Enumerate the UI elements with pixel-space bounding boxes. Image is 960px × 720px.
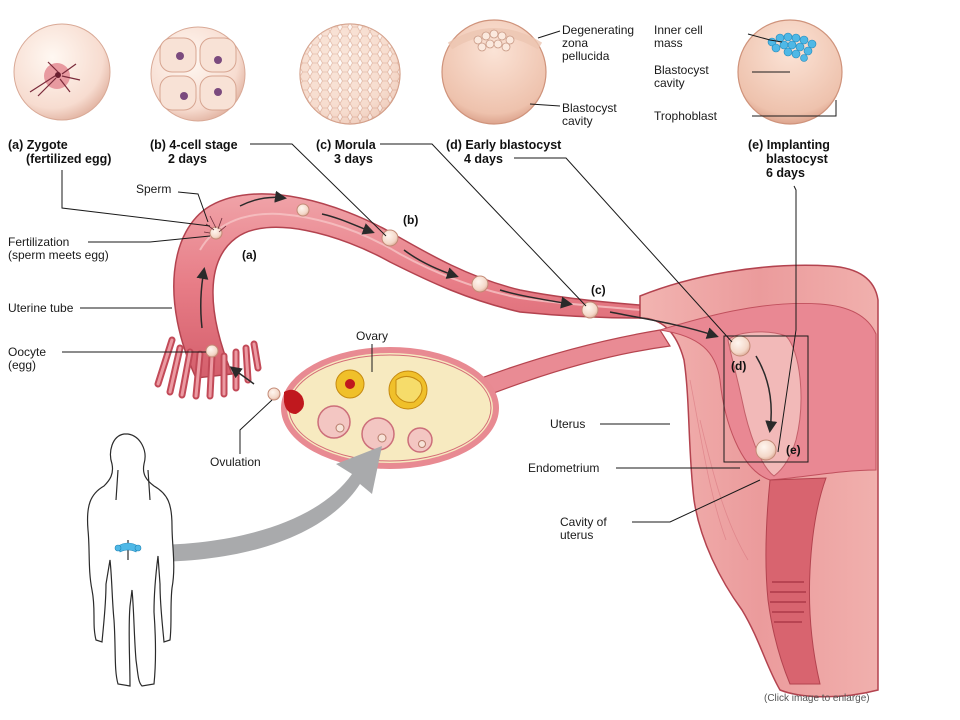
label-degenerating-zona-pellucida: Degenerating zona pellucida xyxy=(562,24,634,63)
label-line: pellucida xyxy=(562,49,610,63)
label-line: Degenerating xyxy=(562,23,635,37)
label-oocyte: Oocyte (egg) xyxy=(8,346,46,372)
stage-label-early-blastocyst: (d) Early blastocyst 4 days xyxy=(446,138,561,166)
stage-label-4-cell: (b) 4-cell stage 2 days xyxy=(150,138,238,166)
pelvis-highlight-icon xyxy=(114,542,142,553)
label-blastocyst-cavity-e: Blastocyst cavity xyxy=(654,64,709,90)
marker-c: (c) xyxy=(591,283,606,297)
label-ovary: Ovary xyxy=(356,329,389,343)
label-line: mass xyxy=(654,36,683,50)
path-arrows xyxy=(196,190,778,433)
sperm-cluster xyxy=(203,215,227,234)
implantation-box xyxy=(723,335,809,463)
four-cell-illustration xyxy=(150,26,246,122)
stage-detail: blastocyst xyxy=(766,152,828,166)
zoom-arrow xyxy=(150,446,382,562)
stage-label-zygote: (a) Zygote (fertilized egg) xyxy=(8,138,111,166)
human-silhouette xyxy=(86,433,175,687)
stage-name: (d) Early blastocyst xyxy=(446,138,562,152)
label-uterus: Uterus xyxy=(550,417,586,431)
label-ovulation: Ovulation xyxy=(210,455,261,469)
stage-detail: 4 days xyxy=(464,152,503,166)
label-line: uterus xyxy=(560,528,594,542)
early-blastocyst-illustration xyxy=(441,19,547,125)
marker-e: (e) xyxy=(786,443,801,457)
label-line: Fertilization xyxy=(8,235,70,249)
stage-detail-days: 6 days xyxy=(766,166,805,180)
label-line: Cavity of xyxy=(560,515,607,529)
stage-label-morula: (c) Morula 3 days xyxy=(316,138,376,166)
ovarian-ligament xyxy=(475,329,672,397)
label-fertilization: Fertilization (sperm meets egg) xyxy=(8,236,109,262)
marker-a: (a) xyxy=(242,248,257,262)
label-line: (egg) xyxy=(8,358,37,372)
stage-detail: 3 days xyxy=(334,152,373,166)
label-line: (sperm meets egg) xyxy=(8,248,109,262)
leader-lines xyxy=(61,143,797,523)
morula-illustration xyxy=(299,23,401,125)
egg-markers xyxy=(205,203,777,461)
label-uterine-tube: Uterine tube xyxy=(8,301,74,315)
label-line: Inner cell xyxy=(654,23,703,37)
label-line: cavity xyxy=(654,76,685,90)
label-line: Blastocyst xyxy=(562,101,617,115)
enlarge-caption[interactable]: (Click image to enlarge) xyxy=(764,693,870,704)
marker-d: (d) xyxy=(731,359,747,373)
marker-b: (b) xyxy=(403,213,419,227)
label-sperm: Sperm xyxy=(136,182,172,196)
zygote-illustration xyxy=(13,23,111,121)
label-line: zona xyxy=(562,36,589,50)
stage-detail: (fertilized egg) xyxy=(26,152,112,166)
stage-name: (c) Morula xyxy=(316,138,376,152)
label-inner-cell-mass: Inner cell mass xyxy=(654,24,703,50)
label-line: Blastocyst xyxy=(654,63,709,77)
uterus xyxy=(639,264,879,698)
stage-name: (e) Implanting xyxy=(748,138,830,152)
ovary xyxy=(281,347,499,469)
stage-name: (a) Zygote xyxy=(8,138,68,152)
label-trophoblast: Trophoblast xyxy=(654,109,717,123)
label-cavity-of-uterus: Cavity of uterus xyxy=(560,516,607,542)
stage-detail: 2 days xyxy=(168,152,207,166)
uterine-tube xyxy=(154,193,641,400)
label-line: cavity xyxy=(562,114,593,128)
stage-label-implanting-blastocyst: (e) Implanting blastocyst 6 days xyxy=(748,138,830,180)
label-blastocyst-cavity-d: Blastocyst cavity xyxy=(562,102,617,128)
label-endometrium: Endometrium xyxy=(528,461,600,475)
label-line: Oocyte xyxy=(8,345,47,359)
stage-name: (b) 4-cell stage xyxy=(150,138,238,152)
